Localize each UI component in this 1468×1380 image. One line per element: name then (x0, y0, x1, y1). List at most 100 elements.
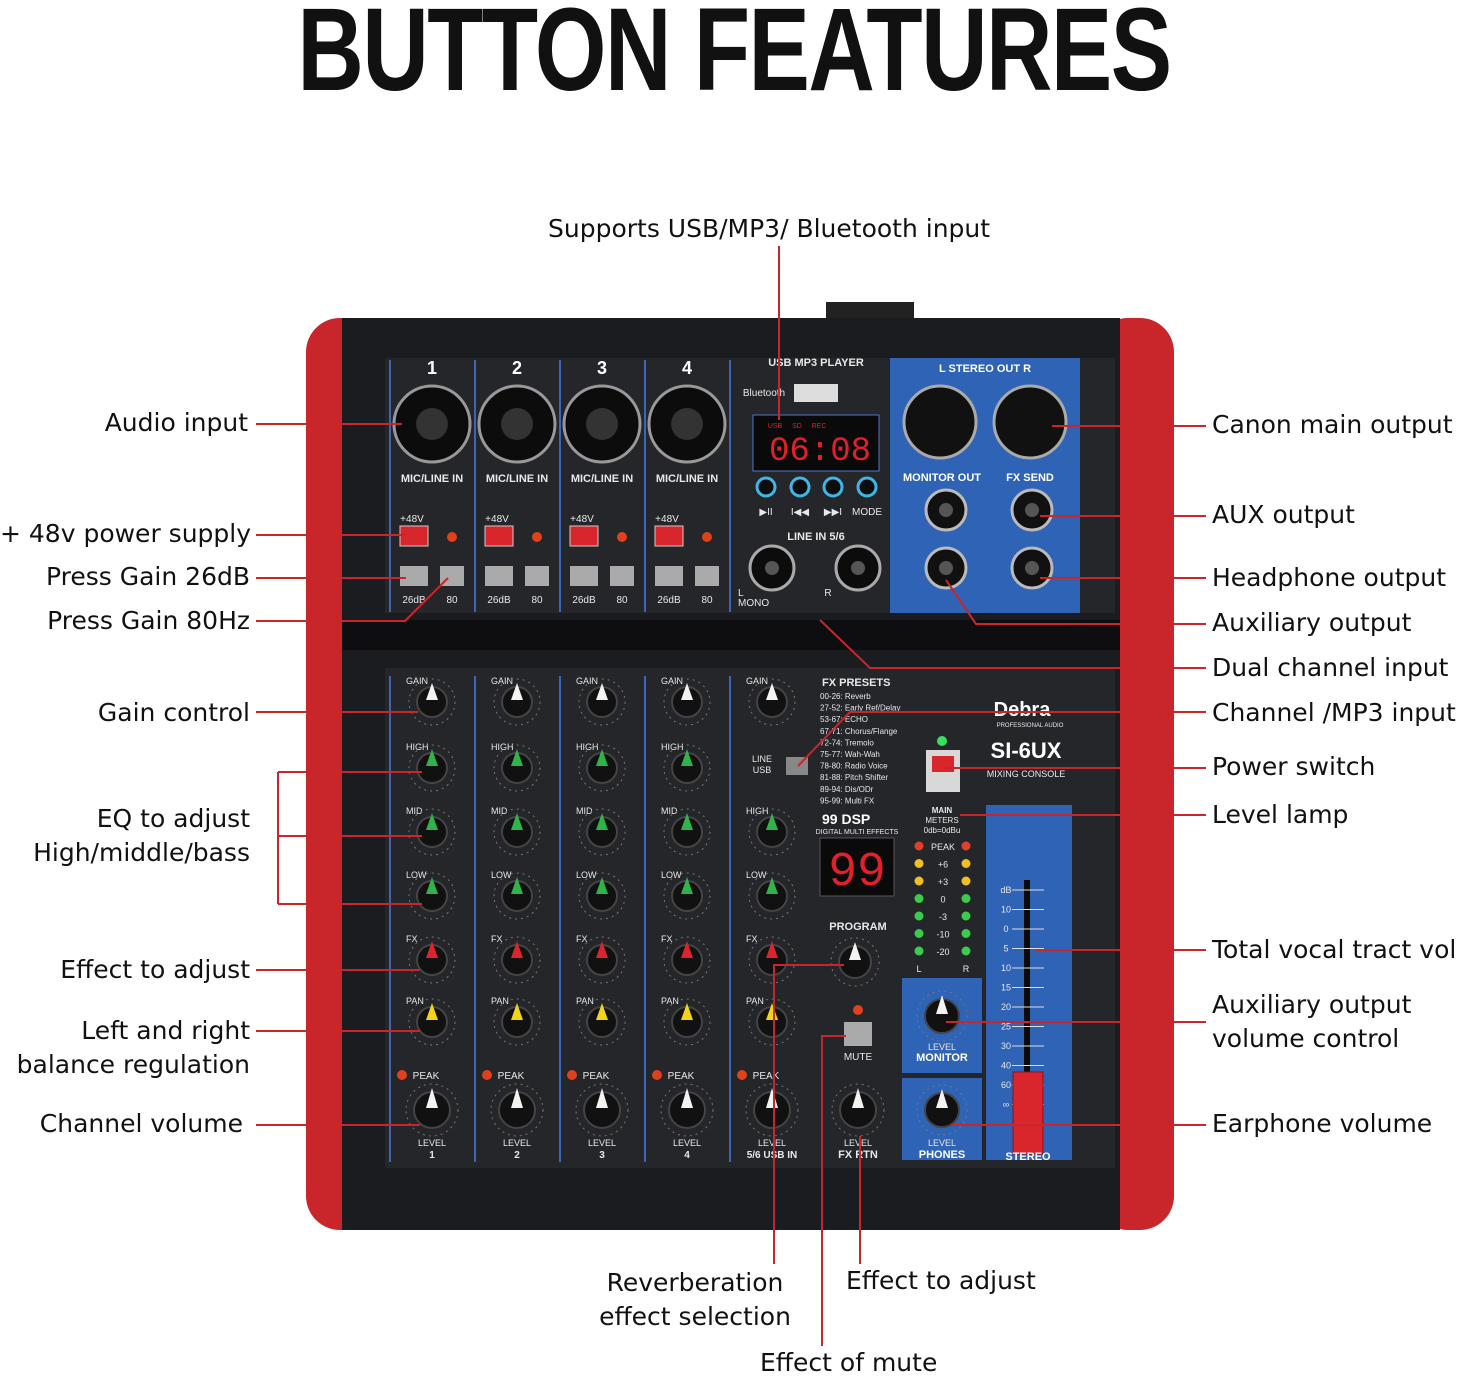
right-label: R (824, 588, 831, 599)
mute-led (853, 1005, 863, 1015)
knob-low-pointer (426, 877, 438, 894)
dsp-label: 99 DSP (822, 811, 870, 827)
peak-led (652, 1070, 662, 1080)
power-led (937, 736, 947, 746)
knob-high-pointer (766, 813, 778, 830)
fader-scale-label: 0 (1003, 924, 1008, 934)
channel-number: 3 (597, 358, 607, 378)
level-knob-scale (575, 1083, 629, 1137)
usb-port[interactable] (794, 384, 838, 402)
knob-label: MID (406, 806, 423, 816)
phantom-led (617, 532, 627, 542)
knob-label: LOW (576, 870, 597, 880)
mute-button[interactable] (844, 1022, 872, 1046)
meter-led (914, 911, 924, 921)
label-audio-input: Audio input (104, 408, 248, 437)
stereo-label: STEREO (1005, 1151, 1051, 1163)
knob-fx-scale (493, 936, 541, 984)
phantom-button[interactable] (569, 525, 599, 547)
knob-fx-scale (748, 936, 796, 984)
label-dual-channel-input: Dual channel input (1212, 653, 1449, 682)
transport-label: ▶▶I (824, 507, 842, 518)
fx-presets-title: FX PRESETS (822, 677, 890, 689)
mono-label: MONO (738, 598, 769, 609)
knob-fx-pointer (766, 941, 778, 958)
fader-scale-label: 5 (1003, 944, 1008, 954)
phantom-label: +48V (655, 514, 679, 525)
knob-label: LOW (491, 870, 512, 880)
knob-label: FX (661, 934, 673, 944)
pad-label: 26dB (572, 595, 596, 606)
peak-label: PEAK (668, 1071, 695, 1082)
knob-low-pointer (596, 877, 608, 894)
label-headphone-output: Headphone output (1212, 563, 1447, 592)
monitor-level-knob-pointer (936, 995, 948, 1014)
knob-label: LOW (661, 870, 682, 880)
pad-26db-button[interactable] (570, 566, 598, 586)
knob-mid-pointer (681, 813, 693, 830)
level-knob-scale (745, 1083, 799, 1137)
fader-scale-label: 10 (1001, 905, 1011, 915)
knob-high-scale (578, 744, 626, 792)
pad-26db-button[interactable] (655, 566, 683, 586)
knob-label: GAIN (576, 676, 598, 686)
meter-led (914, 946, 924, 956)
fx-preset-item: 67-71: Chorus/Flange (820, 727, 898, 736)
lowcut-80hz-button[interactable] (525, 566, 549, 586)
meter-scale-label: -10 (936, 930, 949, 940)
knob-label: FX (576, 934, 588, 944)
level-knob-pointer (511, 1088, 523, 1108)
phones-label: PHONES (919, 1149, 965, 1161)
pad-26db-button[interactable] (400, 566, 428, 586)
main-meters-label: 0db=0dBu (924, 826, 961, 835)
xlr-output-jack[interactable] (992, 384, 1068, 460)
knob-gain-scale (408, 678, 456, 726)
model-sub: MIXING CONSOLE (987, 769, 1066, 779)
knob-low-scale (493, 872, 541, 920)
channel-number: 2 (512, 358, 522, 378)
phantom-button[interactable] (654, 525, 684, 547)
knob-gain-pointer (426, 683, 438, 700)
master-fader-cap[interactable] (1012, 1071, 1044, 1155)
mute-label: MUTE (844, 1052, 873, 1063)
channel-footer: 4 (684, 1150, 690, 1161)
fx-rtn-knob-pointer (852, 1088, 864, 1108)
xlr-output-jack[interactable] (902, 384, 978, 460)
transport-button[interactable] (856, 476, 878, 498)
transport-button[interactable] (755, 476, 777, 498)
phantom-label: +48V (485, 514, 509, 525)
lowcut-80hz-button[interactable] (610, 566, 634, 586)
fx-rtn-label: FX RTN (838, 1149, 878, 1161)
peak-led (737, 1070, 747, 1080)
main-meters-label: METERS (925, 816, 958, 825)
lowcut-label: 80 (531, 595, 543, 606)
program-knob-pointer (849, 942, 861, 960)
label-reverb-selection: Reverberation effect selection (599, 1268, 791, 1331)
knob-label: FX (746, 934, 758, 944)
meter-led (914, 876, 924, 886)
transport-button[interactable] (789, 476, 811, 498)
meter-led (961, 911, 971, 921)
pad-26db-button[interactable] (485, 566, 513, 586)
knob-fx-pointer (426, 941, 438, 958)
fx-preset-item: 75-77: Wah-Wah (820, 750, 880, 759)
knob-mid-scale (578, 808, 626, 856)
transport-label: I◀◀ (791, 507, 809, 518)
phantom-button[interactable] (484, 525, 514, 547)
transport-button[interactable] (822, 476, 844, 498)
jack-center (1025, 503, 1039, 517)
knob-pan-pointer (426, 1003, 438, 1020)
knob-fx-pointer (681, 941, 693, 958)
fader-scale-label: 10 (1001, 963, 1011, 973)
mic-line-label: MIC/LINE IN (571, 473, 633, 485)
knob-low-pointer (511, 877, 523, 894)
lowcut-label: 80 (616, 595, 628, 606)
knob-label: PAN (576, 996, 594, 1006)
fx-preset-item: 00-26: Reverb (820, 692, 871, 701)
label-gain-26db: Press Gain 26dB (45, 562, 250, 591)
knob-label: FX (491, 934, 503, 944)
main-meters-label: MAIN (932, 806, 953, 815)
line-mute (821, 1035, 846, 1346)
lowcut-80hz-button[interactable] (695, 566, 719, 586)
